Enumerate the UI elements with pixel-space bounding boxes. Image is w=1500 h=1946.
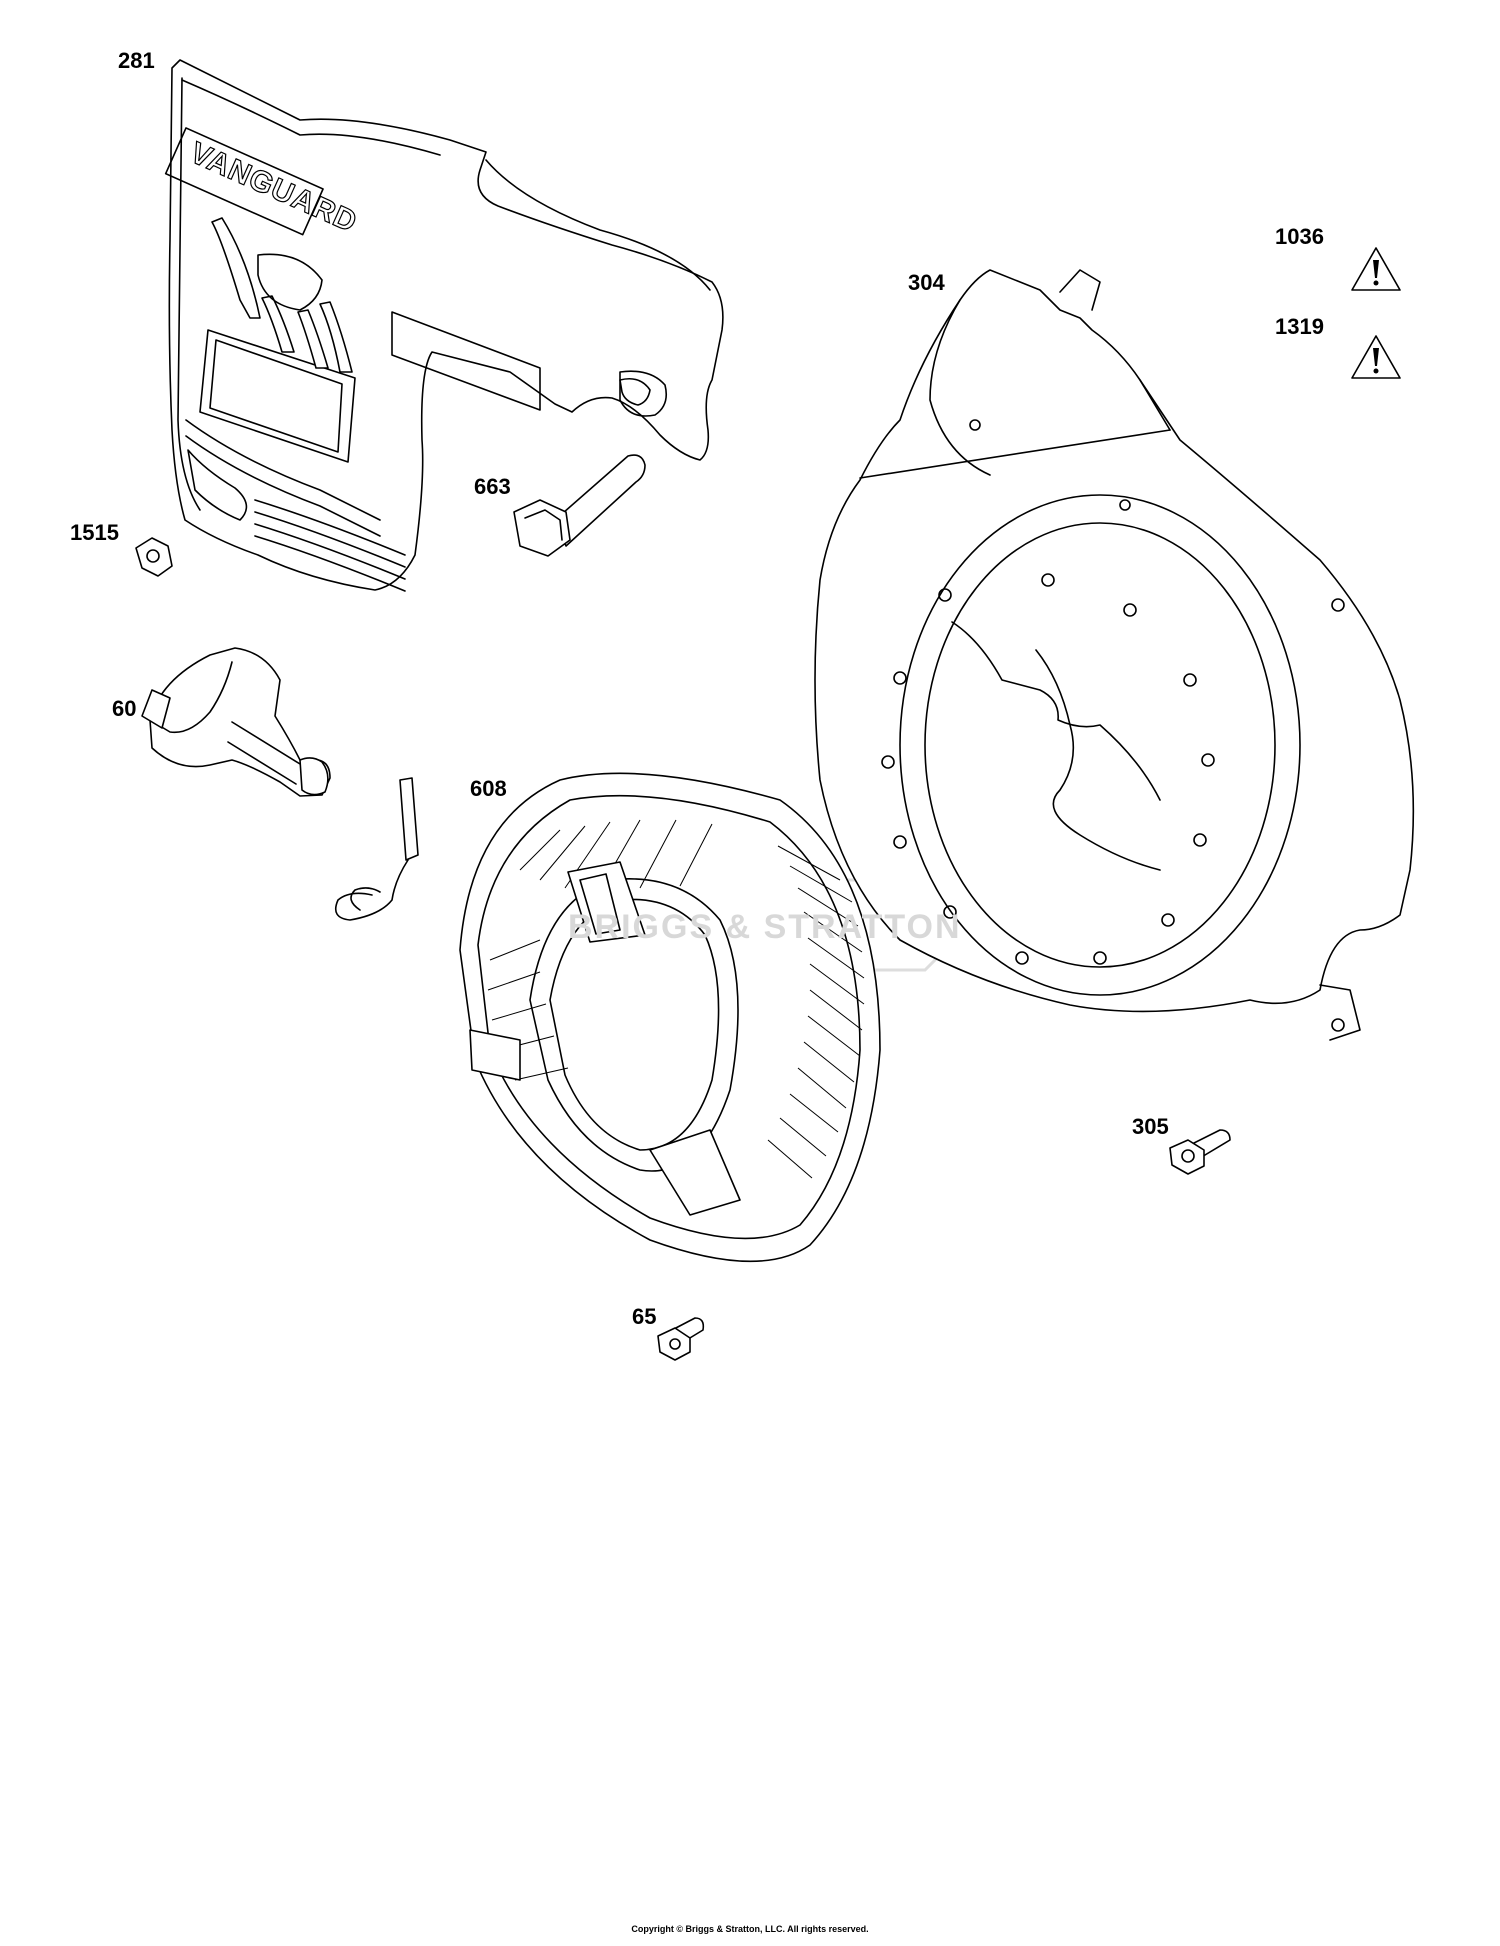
housing-holes bbox=[881, 573, 1215, 965]
part-1515-nut bbox=[135, 537, 173, 577]
starter-fins bbox=[487, 819, 865, 1179]
warning-icon-1319 bbox=[1351, 335, 1401, 379]
part-608-recoil-starter bbox=[334, 772, 881, 1263]
label-608: 608 bbox=[470, 776, 507, 801]
warning-icon-1036 bbox=[1351, 247, 1401, 291]
label-305: 305 bbox=[1132, 1114, 1169, 1139]
part-305-screw bbox=[1169, 1129, 1231, 1175]
part-663-bolt bbox=[513, 454, 646, 557]
label-1515: 1515 bbox=[70, 520, 119, 545]
watermark-text: BRIGGS & STRATTON bbox=[568, 908, 962, 946]
label-1036: 1036 bbox=[1275, 224, 1324, 249]
label-1319: 1319 bbox=[1275, 314, 1324, 339]
label-663: 663 bbox=[474, 474, 511, 499]
label-60: 60 bbox=[112, 696, 137, 721]
part-304-blower-housing bbox=[814, 269, 1415, 1041]
part-60-handle bbox=[141, 647, 331, 797]
copyright-notice: Copyright © Briggs & Stratton, LLC. All … bbox=[631, 1924, 869, 1934]
part-281-cover bbox=[164, 59, 724, 592]
label-281: 281 bbox=[118, 48, 155, 73]
label-65: 65 bbox=[632, 1304, 657, 1329]
part-65-screw bbox=[657, 1317, 705, 1361]
label-304: 304 bbox=[908, 270, 945, 295]
